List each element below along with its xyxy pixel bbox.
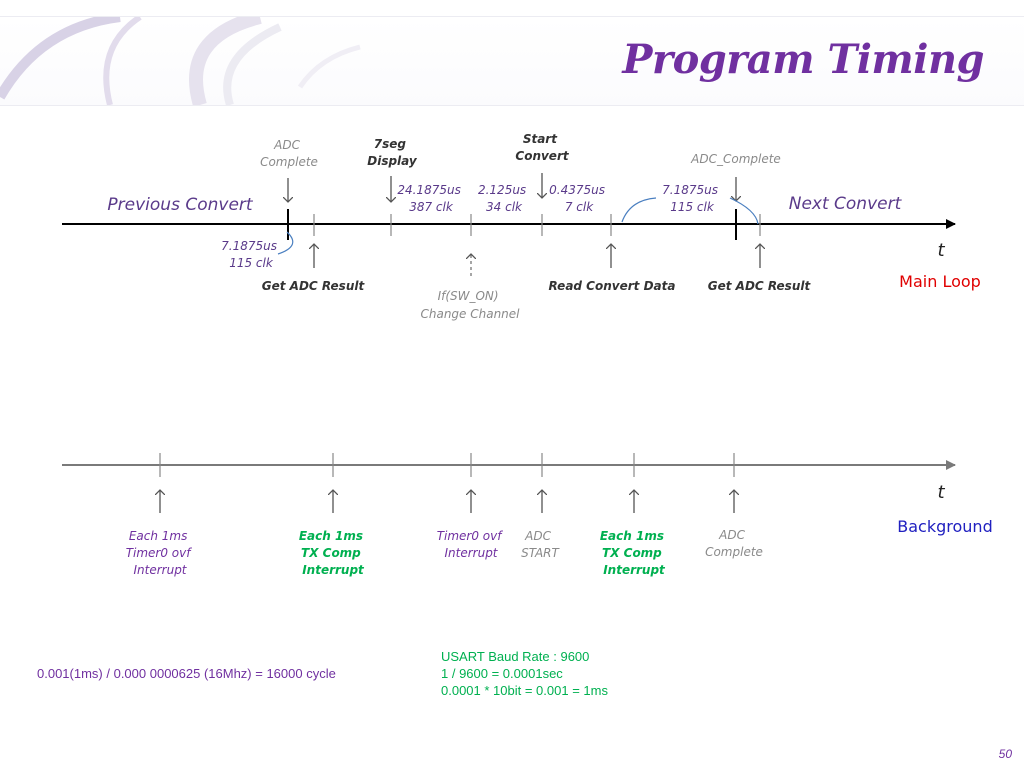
marker-adc-complete-next: ADC_Complete [690, 152, 781, 166]
decorative-swirl-graphic [0, 10, 361, 107]
usart-note-line: 1 / 9600 = 0.0001sec [441, 666, 563, 681]
background-up-arrows [160, 490, 734, 513]
marker-get-adc-result: Get ADC Result [262, 279, 366, 293]
usart-baud-note: USART Baud Rate : 9600 1 / 9600 = 0.0001… [441, 648, 608, 699]
background-time-symbol: t [937, 482, 945, 503]
main-loop-time-symbol: t [937, 240, 945, 261]
bracket-curve [729, 197, 759, 225]
header-band [0, 10, 1024, 107]
bracket-curve [277, 231, 294, 255]
duration-7-1875us-top: 7.1875us 115 clk [662, 183, 722, 214]
bg-marker-timer0-ovf: Timer0 ovf Interrupt [437, 529, 506, 560]
duration-2-125us: 2.125us 34 clk [478, 183, 530, 214]
marker-if-sw-on: If(SW_ON) Change Channel [420, 289, 520, 321]
marker-read-convert-data: Read Convert Data [549, 279, 676, 293]
background-row-label: Background [897, 517, 992, 536]
background-ticks [159, 453, 735, 477]
main-loop-row-label: Main Loop [899, 272, 981, 291]
bg-marker-adc-complete: ADC Complete [705, 528, 763, 559]
marker-adc-complete: ADC Complete [260, 138, 318, 169]
usart-note-line: USART Baud Rate : 9600 [441, 649, 590, 664]
slide-title: Program Timing [622, 36, 984, 83]
usart-note-line: 0.0001 * 10bit = 0.001 = 1ms [441, 683, 608, 698]
cycle-formula-note: 0.001(1ms) / 0.000 0000625 (16Mhz) = 160… [37, 666, 336, 681]
bg-marker-timer0-ovf-1ms: Each 1ms Timer0 ovf Interrupt [126, 529, 195, 577]
marker-7seg-display: 7seg Display [367, 137, 418, 168]
main-loop-down-arrows [288, 173, 736, 202]
page-number: 50 [998, 747, 1012, 761]
marker-start-convert: Start Convert [515, 132, 569, 163]
duration-24-1875us: 24.1875us 387 clk [397, 183, 464, 214]
previous-convert-label: Previous Convert [107, 195, 253, 215]
marker-get-adc-result-next: Get ADC Result [708, 279, 812, 293]
next-convert-label: Next Convert [789, 194, 903, 214]
bracket-curve [621, 197, 657, 223]
bg-marker-adc-start: ADC START [521, 529, 560, 560]
bg-marker-tx-comp-2: Each 1ms TX Comp Interrupt [600, 529, 668, 577]
duration-0-4375us: 0.4375us 7 clk [549, 183, 609, 214]
timing-diagram: Previous Convert Next Convert ADC Comple… [62, 132, 993, 577]
duration-7-1875us-bottom: 7.1875us 115 clk [221, 239, 281, 270]
duration-brackets [277, 197, 759, 255]
main-loop-ticks [287, 209, 761, 240]
main-loop-up-arrows [314, 244, 760, 276]
bg-marker-tx-comp-1: Each 1ms TX Comp Interrupt [299, 529, 367, 577]
